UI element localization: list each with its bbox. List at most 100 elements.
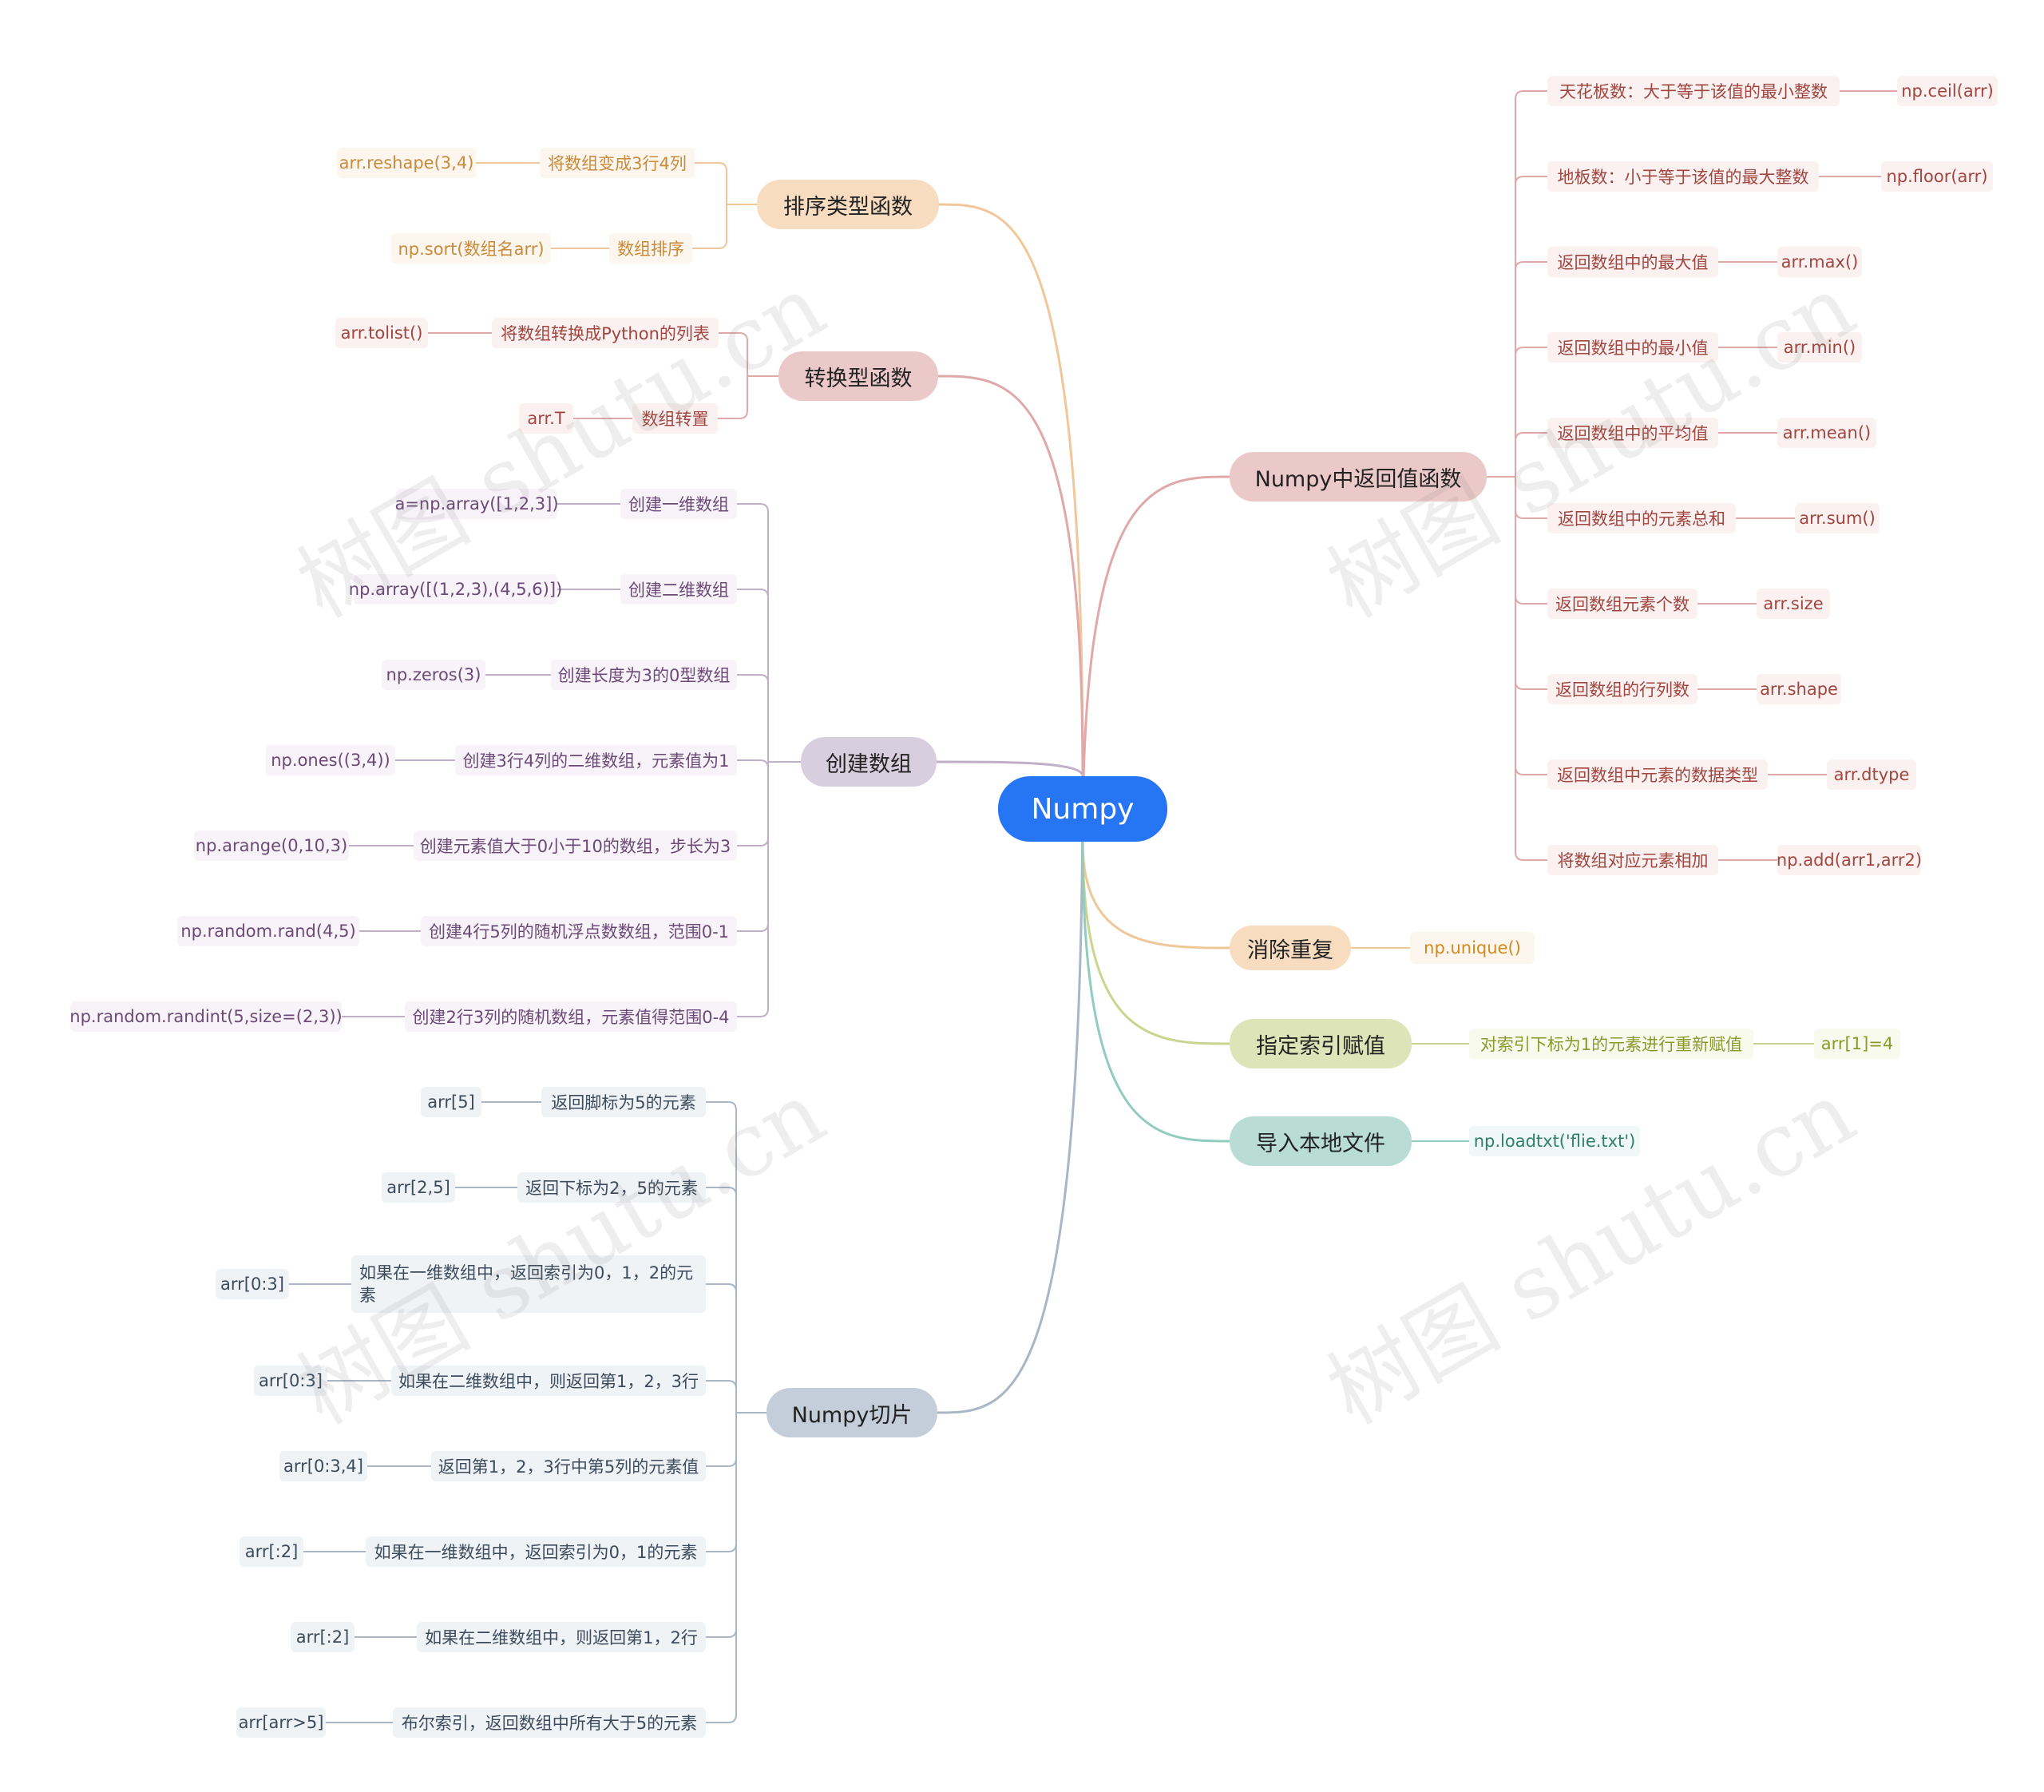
edge-convert-item (718, 375, 778, 419)
edge-create-item (737, 589, 801, 763)
create-item-code[interactable]: np.random.rand(4,5) (177, 916, 359, 946)
ret-item-label[interactable]: 返回数组中的最小值 (1547, 332, 1718, 363)
ret-item-code[interactable]: arr.sum() (1795, 503, 1880, 533)
edge-root-slice (937, 775, 1084, 1414)
ret-item-code[interactable]: arr.dtype (1827, 759, 1916, 790)
edge-ret-item (1487, 347, 1547, 478)
ret-item-label[interactable]: 地板数：小于等于该值的最大整数 (1547, 161, 1819, 192)
edge-create-item (737, 674, 801, 763)
convert-item-label[interactable]: 数组转置 (632, 403, 718, 434)
ret-item-code[interactable]: np.ceil(arr) (1897, 76, 1998, 106)
edge-ret-item (1487, 261, 1547, 478)
ret-item-label[interactable]: 返回数组的行列数 (1547, 674, 1697, 704)
edge-sort-item (692, 204, 757, 249)
ret-item-code[interactable]: arr.min() (1777, 332, 1862, 363)
edge-root-convert (937, 375, 1084, 777)
unique-item-label[interactable]: np.unique() (1410, 932, 1535, 964)
slice-item-label[interactable]: 返回脚标为5的元素 (541, 1087, 706, 1117)
ret-item-label[interactable]: 返回数组中的元素总和 (1547, 503, 1736, 533)
create-item-label[interactable]: 创建长度为3的0型数组 (551, 660, 737, 690)
branch-assign[interactable]: 指定索引赋值 (1230, 1019, 1412, 1068)
edge-root-load (1081, 841, 1230, 1143)
slice-item-code[interactable]: arr[2,5] (382, 1172, 455, 1203)
ret-item-code[interactable]: np.floor(arr) (1881, 161, 1993, 192)
slice-item-code[interactable]: arr[:2] (240, 1536, 303, 1567)
sort-item-code[interactable]: np.sort(数组名arr) (391, 233, 551, 264)
convert-item-label[interactable]: 将数组转换成Python的列表 (492, 318, 719, 348)
ret-item-code[interactable]: arr.shape (1757, 674, 1841, 704)
slice-item-code[interactable]: arr[0:3] (216, 1269, 289, 1299)
ret-item-code[interactable]: arr.size (1757, 589, 1830, 619)
convert-item-code[interactable]: arr.T (519, 403, 573, 434)
sort-item-label[interactable]: 将数组变成3行4列 (540, 148, 695, 178)
branch-load[interactable]: 导入本地文件 (1230, 1116, 1412, 1166)
create-item-code[interactable]: a=np.array([1,2,3]) (394, 489, 559, 519)
slice-item-label[interactable]: 如果在二维数组中，则返回第1，2行 (417, 1622, 706, 1652)
root-node[interactable]: Numpy (998, 776, 1167, 842)
edge-slice-item (706, 1101, 766, 1413)
branch-slice[interactable]: Numpy切片 (766, 1388, 937, 1437)
slice-item-code[interactable]: arr[arr>5] (236, 1707, 326, 1738)
edge-ret-item (1487, 432, 1547, 478)
create-item-code[interactable]: np.arange(0,10,3) (194, 831, 349, 861)
edge-ret-item (1487, 90, 1547, 478)
slice-item-code[interactable]: arr[5] (421, 1087, 481, 1117)
ret-item-label[interactable]: 返回数组中元素的数据类型 (1547, 759, 1768, 790)
create-item-code[interactable]: np.random.randint(5,size=(2,3)) (69, 1001, 343, 1032)
create-item-label[interactable]: 创建一维数组 (620, 489, 737, 519)
assign-item-label[interactable]: 对索引下标为1的元素进行重新赋值 (1469, 1029, 1753, 1059)
ret-item-code[interactable]: np.add(arr1,arr2) (1777, 845, 1922, 875)
create-item-label[interactable]: 创建元素值大于0小于10的数组，步长为3 (414, 831, 737, 861)
edge-root-sort (938, 203, 1084, 777)
slice-item-code[interactable]: arr[0:3,4] (279, 1451, 367, 1481)
slice-item-label[interactable]: 布尔索引，返回数组中所有大于5的元素 (393, 1707, 706, 1738)
ret-item-label[interactable]: 返回数组中的最大值 (1547, 247, 1718, 277)
edge-slice-item (706, 1187, 766, 1413)
load-item-label[interactable]: np.loadtxt('flie.txt') (1469, 1126, 1640, 1156)
branch-convert[interactable]: 转换型函数 (778, 351, 938, 401)
create-item-code[interactable]: np.array([(1,2,3),(4,5,6)]) (349, 574, 562, 605)
create-item-code[interactable]: np.ones((3,4)) (266, 745, 395, 775)
edge-create-item (737, 761, 801, 1017)
edge-slice-item (706, 1380, 766, 1413)
branch-sort[interactable]: 排序类型函数 (757, 180, 939, 229)
sort-item-code[interactable]: arr.reshape(3,4) (337, 148, 476, 178)
edge-root-ret (1081, 475, 1230, 842)
create-item-label[interactable]: 创建二维数组 (620, 574, 737, 605)
slice-item-label[interactable]: 返回下标为2，5的元素 (517, 1172, 706, 1203)
create-item-code[interactable]: np.zeros(3) (382, 660, 485, 690)
edge-convert-item (719, 332, 778, 377)
edge-slice-item (706, 1412, 766, 1723)
create-item-label[interactable]: 创建3行4列的二维数组，元素值为1 (455, 745, 737, 775)
edge-ret-item (1487, 176, 1547, 478)
edge-root-create (936, 760, 1084, 777)
slice-item-label[interactable]: 如果在一维数组中，返回索引为0，1的元素 (366, 1536, 706, 1567)
ret-item-code[interactable]: arr.mean() (1777, 418, 1876, 448)
edge-root-unique (1081, 841, 1230, 950)
slice-item-code[interactable]: arr[0:3] (254, 1366, 327, 1396)
edge-root-assign (1081, 841, 1230, 1045)
edge-slice-item (706, 1283, 766, 1413)
ret-item-label[interactable]: 天花板数：大于等于该值的最小整数 (1547, 76, 1840, 106)
ret-item-label[interactable]: 返回数组元素个数 (1547, 589, 1697, 619)
slice-item-code[interactable]: arr[:2] (291, 1622, 355, 1652)
ret-item-label[interactable]: 将数组对应元素相加 (1547, 845, 1718, 875)
sort-item-label[interactable]: 数组排序 (609, 233, 692, 264)
create-item-label[interactable]: 创建4行5列的随机浮点数数组，范围0-1 (421, 916, 737, 946)
edge-ret-item (1487, 476, 1547, 861)
convert-item-code[interactable]: arr.tolist() (335, 318, 428, 348)
slice-item-label[interactable]: 如果在二维数组中，则返回第1，2，3行 (391, 1366, 706, 1396)
ret-item-code[interactable]: arr.max() (1777, 247, 1862, 277)
slice-item-label[interactable]: 返回第1，2，3行中第5列的元素值 (431, 1451, 706, 1481)
create-item-label[interactable]: 创建2行3列的随机数组，元素值得范围0-4 (405, 1001, 737, 1032)
branch-create[interactable]: 创建数组 (801, 737, 937, 787)
assign-item-code[interactable]: arr[1]=4 (1814, 1029, 1900, 1059)
ret-item-label[interactable]: 返回数组中的平均值 (1547, 418, 1718, 448)
branch-unique[interactable]: 消除重复 (1230, 926, 1351, 970)
slice-item-label[interactable]: 如果在一维数组中，返回索引为0，1，2的元素 (351, 1255, 706, 1313)
branch-ret[interactable]: Numpy中返回值函数 (1230, 452, 1487, 502)
edge-sort-item (695, 162, 757, 205)
